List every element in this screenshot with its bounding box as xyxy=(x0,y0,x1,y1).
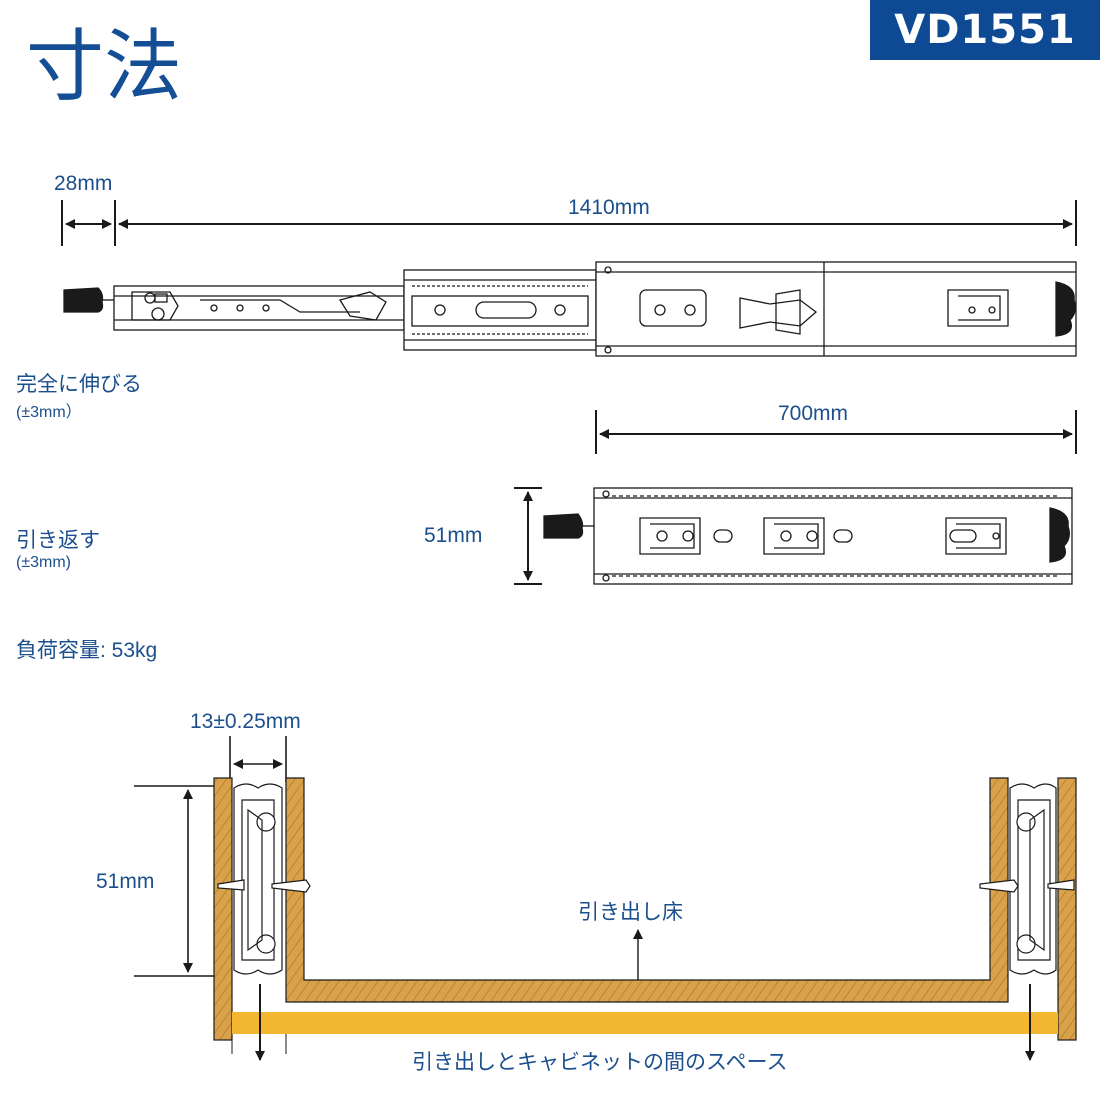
slide-profile-right xyxy=(979,783,1075,975)
dim-closed-length-arrow xyxy=(595,410,1077,454)
dim-total-label: 1410mm xyxy=(568,196,650,219)
slide-profile-left xyxy=(217,783,311,975)
drawer-floor-label: 引き出し床 xyxy=(578,901,683,924)
extended-slide xyxy=(63,261,1077,357)
cabinet-wall-right xyxy=(1057,777,1077,1041)
dim-height-arrow xyxy=(514,487,542,585)
end-bumper-icon xyxy=(1055,281,1076,337)
dim-gap-label: 13±0.25mm xyxy=(190,710,301,733)
dim-total-arrow xyxy=(118,200,1077,246)
drawer-body xyxy=(285,777,1009,1003)
section-height-label: 51mm xyxy=(96,870,155,893)
dim-handle-label: 28mm xyxy=(54,172,113,195)
dim-handle-arrow xyxy=(61,200,116,246)
gap-space-label: 引き出しとキャビネットの間のスペース xyxy=(412,1051,788,1074)
end-bumper-icon xyxy=(1049,507,1070,563)
cabinet-wall-left xyxy=(213,777,233,1041)
handle-icon xyxy=(543,513,584,539)
dim-gap-arrow xyxy=(229,736,287,782)
dim-height-label: 51mm xyxy=(424,524,483,547)
extended-tolerance: (±3mm） xyxy=(16,404,82,421)
closed-slide xyxy=(543,487,1073,585)
model-badge: VD1551 xyxy=(870,0,1100,60)
closed-label: 引き返す xyxy=(16,529,100,552)
extended-label: 完全に伸びる xyxy=(16,373,142,396)
handle-icon xyxy=(63,287,104,313)
closed-tolerance: (±3mm) xyxy=(16,554,71,571)
page-title: 寸法 xyxy=(26,22,183,112)
dim-closed-length-label: 700mm xyxy=(778,402,849,425)
gap-band xyxy=(232,1012,1058,1034)
load-capacity-label: 負荷容量: 53kg xyxy=(16,639,158,662)
